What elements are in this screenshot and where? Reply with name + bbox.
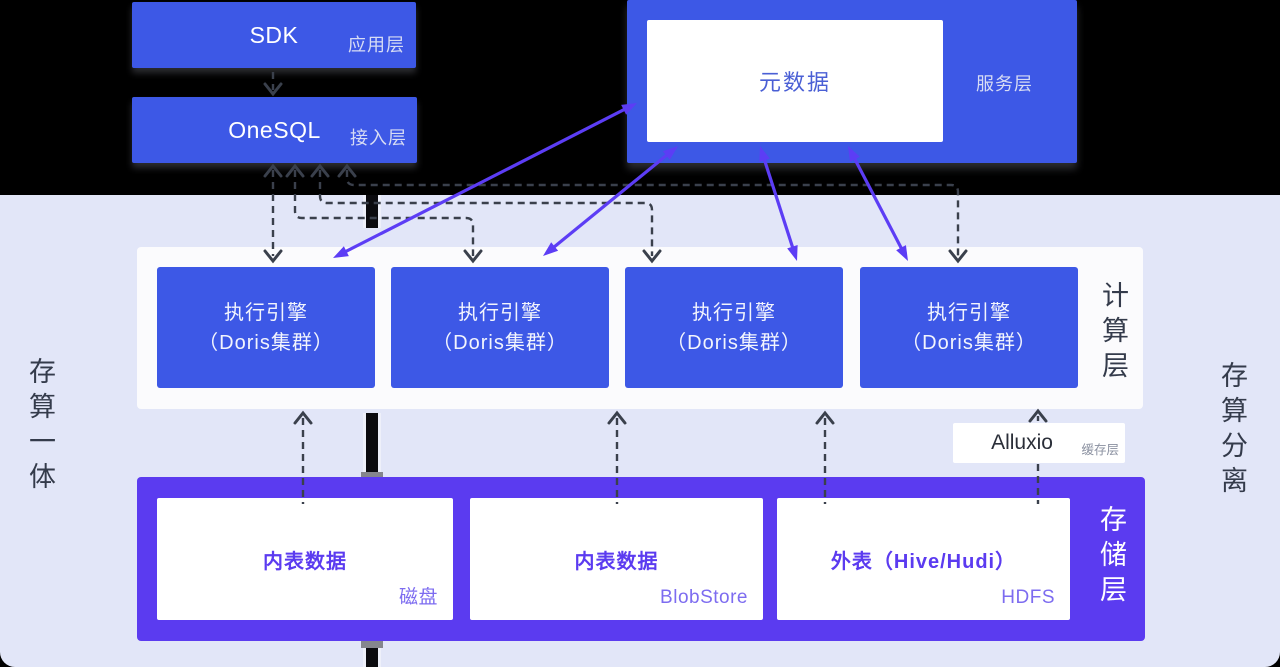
- mode-label-separated: 存算分离: [1217, 361, 1247, 501]
- mode-separator-line: [366, 648, 378, 667]
- metadata-label: 元数据: [758, 70, 831, 95]
- storage-box-title: 内表数据: [263, 550, 347, 573]
- sdk-box: SDK 应用层: [132, 2, 416, 68]
- compute-layer-tag: 计算层: [1098, 281, 1128, 386]
- cache-layer-tag: 缓存层: [1081, 443, 1119, 457]
- onesql-label: OneSQL: [228, 116, 321, 143]
- engine-label: 执行引擎: [927, 301, 1011, 324]
- engine-sublabel: （Doris集群）: [432, 331, 568, 354]
- service-layer-box: 元数据 服务层: [627, 0, 1077, 163]
- storage-medium-label: HDFS: [1001, 587, 1055, 608]
- mode-separator-line: [366, 195, 378, 228]
- storage-box-title: 外表（Hive/Hudi）: [830, 550, 1017, 573]
- engine-label: 执行引擎: [692, 301, 776, 324]
- storage-box-title: 内表数据: [574, 550, 659, 573]
- mode-label-integrated: 存算一体: [25, 357, 55, 497]
- engine-box-2: 执行引擎 （Doris集群）: [391, 267, 609, 388]
- storage-layer-tag: 存储层: [1096, 505, 1126, 610]
- service-layer-tag: 服务层: [976, 74, 1033, 94]
- storage-box-disk: 内表数据 磁盘: [157, 498, 453, 620]
- engine-label: 执行引擎: [458, 301, 542, 324]
- engine-box-4: 执行引擎 （Doris集群）: [860, 267, 1078, 388]
- engine-sublabel: （Doris集群）: [198, 331, 334, 354]
- alluxio-box: Alluxio 缓存层: [953, 423, 1125, 463]
- access-layer-tag: 接入层: [350, 128, 407, 148]
- onesql-box: OneSQL 接入层: [132, 97, 417, 163]
- engine-label: 执行引擎: [224, 301, 308, 324]
- storage-box-hdfs: 外表（Hive/Hudi） HDFS: [777, 498, 1070, 620]
- engine-sublabel: （Doris集群）: [901, 331, 1037, 354]
- alluxio-label: Alluxio: [991, 431, 1053, 454]
- engine-box-3: 执行引擎 （Doris集群）: [625, 267, 843, 388]
- storage-box-blobstore: 内表数据 BlobStore: [470, 498, 763, 620]
- engine-box-1: 执行引擎 （Doris集群）: [157, 267, 375, 388]
- sdk-label: SDK: [249, 21, 299, 48]
- storage-medium-label: 磁盘: [398, 587, 438, 608]
- engine-sublabel: （Doris集群）: [666, 331, 802, 354]
- mode-separator-line: [366, 413, 378, 472]
- metadata-box: 元数据: [647, 20, 943, 142]
- mode-separator-cap: [361, 472, 383, 478]
- mode-separator-cap: [361, 641, 383, 648]
- app-layer-tag: 应用层: [348, 35, 405, 55]
- storage-medium-label: BlobStore: [660, 587, 748, 608]
